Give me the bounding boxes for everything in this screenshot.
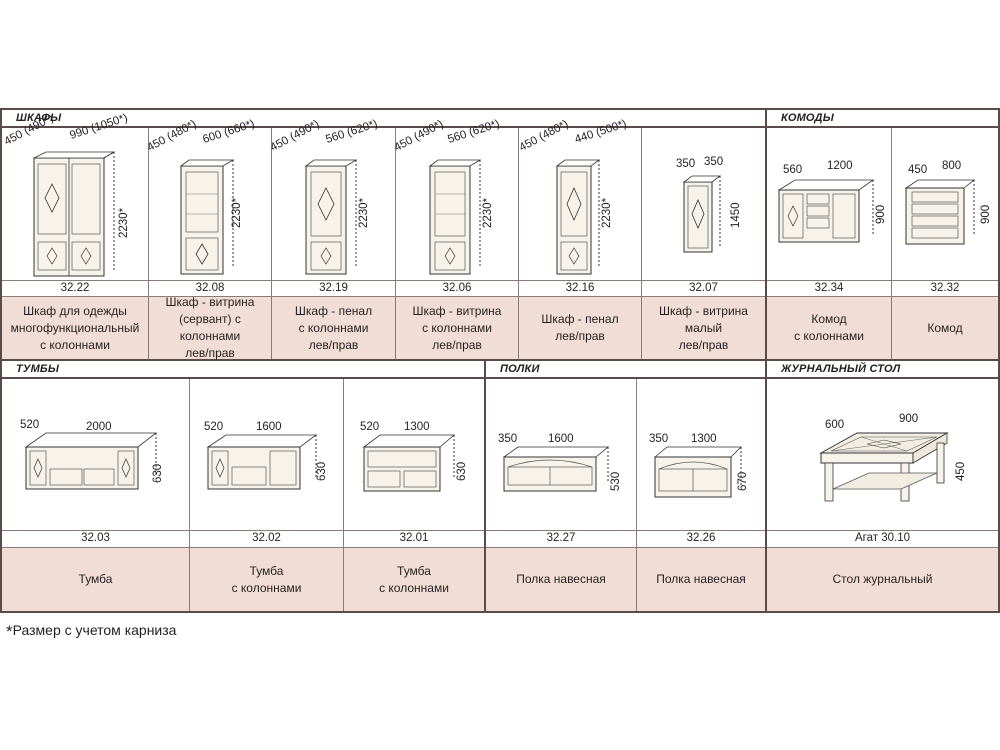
width-dim: 1300 — [404, 421, 430, 433]
coffee-table-drawing — [819, 432, 949, 502]
product-code: 32.03 — [2, 530, 189, 546]
width-dim: 1600 — [548, 433, 574, 445]
section-title: ЖУРНАЛЬНЫЙ СТОЛ — [767, 361, 998, 379]
section-title: ТУМБЫ — [2, 361, 484, 379]
footnote: *Размер с учетом карниза — [6, 622, 176, 642]
product-code: 32.32 — [892, 280, 998, 296]
small-showcase-drawing — [682, 175, 722, 253]
product-32-06: 450 (490*) 560 (620*) 2230* 32.06 Шкаф -… — [392, 118, 518, 359]
width-dim: 1300 — [691, 433, 717, 445]
product-code: 32.06 — [396, 280, 518, 296]
product-32-07: 350 350 1450 32.07 Шкаф - витрина малый … — [642, 128, 765, 359]
product-32-26: 350 1300 670 32.26 Полка навесная — [637, 379, 765, 611]
product-code: 32.16 — [519, 280, 641, 296]
width-dim: 900 — [899, 413, 919, 425]
product-32-34: 560 1200 900 32.34 Комод с колоннами — [767, 128, 891, 359]
product-code: 32.07 — [642, 280, 765, 296]
dresser-drawing — [904, 179, 976, 245]
product-name: Шкаф - пенал с колоннами лев/прав — [272, 296, 395, 359]
section-title: КОМОДЫ — [767, 110, 998, 128]
product-agat-30-10: 600 900 450 Агат 30.10 Стол журнальный — [767, 379, 998, 611]
product-code: 32.01 — [344, 530, 484, 546]
width-dim: 350 — [704, 156, 724, 168]
height-dim: 900 — [980, 204, 992, 224]
tv-stand-drawing — [362, 434, 456, 492]
product-name: Комод с колоннами — [767, 296, 891, 359]
product-32-03: 520 2000 630 32.03 Тумба — [2, 379, 189, 611]
wall-shelf-drawing — [653, 446, 742, 498]
product-code: 32.34 — [767, 280, 891, 296]
height-dim: 1450 — [730, 202, 742, 228]
width-dim: 800 — [942, 160, 962, 172]
product-name: Комод — [892, 296, 998, 359]
product-name: Шкаф - пенал лев/прав — [519, 296, 641, 359]
height-dim: 450 — [955, 461, 967, 481]
wardrobe-drawing — [33, 151, 116, 277]
product-32-02: 520 1600 630 32.02 Тумба с колоннами — [190, 379, 343, 611]
depth-dim: 350 — [498, 433, 518, 445]
product-name: Шкаф - витрина малый лев/прав — [642, 296, 765, 359]
product-name: Полка навесная — [486, 547, 636, 611]
height-dim: 2230* — [118, 207, 130, 238]
product-name: Шкаф - витрина (сервант) с колоннами лев… — [149, 295, 271, 360]
product-code: Агат 30.10 — [767, 530, 998, 546]
product-name: Шкаф для одежды многофункциональный с ко… — [2, 296, 148, 359]
product-name: Тумба с колоннами — [190, 547, 343, 611]
product-32-27: 350 1600 530 32.27 Полка навесная — [486, 379, 636, 611]
depth-dim: 450 — [908, 164, 928, 176]
dresser-drawing — [777, 179, 875, 243]
depth-dim: 520 — [360, 421, 380, 433]
product-name: Полка навесная — [637, 547, 765, 611]
wall-shelf-drawing — [502, 446, 610, 492]
catalog-sheet: ШКАФЫ КОМОДЫ ТУМБЫ ПОЛКИ ЖУРНАЛЬНЫЙ СТОЛ… — [0, 108, 1000, 613]
product-code: 32.08 — [149, 280, 271, 296]
showcase-drawing — [428, 159, 482, 275]
height-dim: 530 — [610, 471, 622, 491]
width-dim: 1200 — [827, 160, 853, 172]
width-dim: 2000 — [86, 421, 112, 433]
product-code: 32.26 — [637, 530, 765, 546]
product-32-08: 450 (480*) 600 (660*) 2230* 32.08 Шкаф -… — [145, 118, 271, 360]
pencil-case-drawing — [555, 159, 601, 275]
width-dim: 1600 — [256, 421, 282, 433]
section-title: ШКАФЫ — [2, 110, 765, 128]
product-32-19: 450 (490*) 560 (620*) 2230* 32.19 Шкаф -… — [268, 118, 395, 359]
product-32-01: 520 1300 630 32.01 Тумба с колоннами — [344, 379, 484, 611]
depth-dim: 560 — [783, 164, 803, 176]
product-code: 32.22 — [2, 280, 148, 296]
depth-dim: 350 — [649, 433, 669, 445]
product-code: 32.02 — [190, 530, 343, 546]
product-name: Стол журнальный — [767, 547, 998, 611]
product-32-32: 450 800 900 32.32 Комод — [892, 128, 998, 359]
depth-dim: 520 — [20, 419, 40, 431]
product-name: Тумба — [2, 547, 189, 611]
depth-dim: 350 — [676, 158, 696, 170]
product-code: 32.19 — [272, 280, 395, 296]
product-32-22: 450 (490*) 990 (1050*) 2230* 32.22 Шкаф … — [2, 112, 148, 359]
tv-stand-drawing — [24, 432, 158, 490]
section-title: ПОЛКИ — [486, 361, 765, 379]
tv-stand-drawing — [206, 434, 318, 490]
depth-dim: 600 — [825, 419, 845, 431]
footnote-star: * — [6, 622, 13, 641]
height-dim: 900 — [875, 204, 887, 224]
product-code: 32.27 — [486, 530, 636, 546]
footnote-text: Размер с учетом карниза — [12, 622, 177, 638]
pencil-case-drawing — [304, 159, 358, 275]
product-32-16: 450 (480*) 440 (500*) 2230* 32.16 Шкаф -… — [517, 118, 641, 359]
product-name: Шкаф - витрина с колоннами лев/прав — [396, 296, 518, 359]
product-name: Тумба с колоннами — [344, 547, 484, 611]
showcase-drawing — [179, 159, 235, 275]
depth-dim: 520 — [204, 421, 224, 433]
